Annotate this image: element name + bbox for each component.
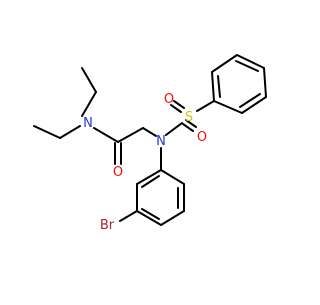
aryl-bond-1 [160, 169, 185, 185]
aryl-bond-6 [136, 169, 162, 185]
bond-c-br [119, 210, 138, 222]
phenyl-inner-3 [217, 75, 221, 98]
phenyl-bond-6 [211, 71, 215, 102]
structure-svg: N O N S O O Br [33, 54, 267, 233]
aryl-bond-4 [136, 210, 162, 226]
bond-carbonyl-ch2 [117, 127, 144, 143]
atom-o-sulfonyl-lower: O [197, 130, 207, 145]
atom-o-sulfonyl-upper: O [164, 92, 174, 107]
bond-s-phenyl [196, 100, 215, 112]
phenyl-bond-3 [263, 67, 267, 98]
bond-n-ethyl-upper [81, 91, 97, 117]
bond-ch2-n [142, 127, 157, 137]
bond-s-o-upper-1 [170, 104, 182, 113]
phenyl-bond-5 [211, 54, 238, 73]
bond-s-o-upper-2 [173, 100, 185, 109]
bonds [33, 54, 267, 226]
atom-labels: N O N S O O Br [83, 92, 207, 233]
bond-ethyl-lower-ch3 [33, 125, 61, 139]
phenyl-inner-2 [235, 60, 259, 72]
bond-ethyl-upper-ch3 [81, 67, 97, 93]
bond-s-o-lower-2 [185, 119, 197, 128]
bond-n-ethyl-lower [59, 125, 81, 139]
molecule-diagram: N O N S O O Br [33, 54, 267, 233]
atom-o-carbonyl: O [113, 165, 123, 180]
aryl-inner-2 [141, 208, 160, 220]
atom-n-sulfonamide: N [156, 134, 166, 149]
bond-n-s [165, 122, 183, 136]
bond-s-o-lower-1 [182, 123, 194, 132]
bond-n-carbonyl [93, 127, 119, 143]
atom-br: Br [100, 218, 115, 233]
phenyl-inner-1 [239, 93, 261, 108]
aryl-bond-3 [160, 210, 185, 226]
phenyl-bond-1 [213, 100, 243, 114]
aryl-inner-3 [141, 175, 160, 188]
atom-s: S [185, 110, 193, 125]
phenyl-bond-4 [236, 54, 265, 69]
atom-n-amide: N [83, 116, 93, 131]
phenyl-bond-2 [241, 96, 267, 114]
